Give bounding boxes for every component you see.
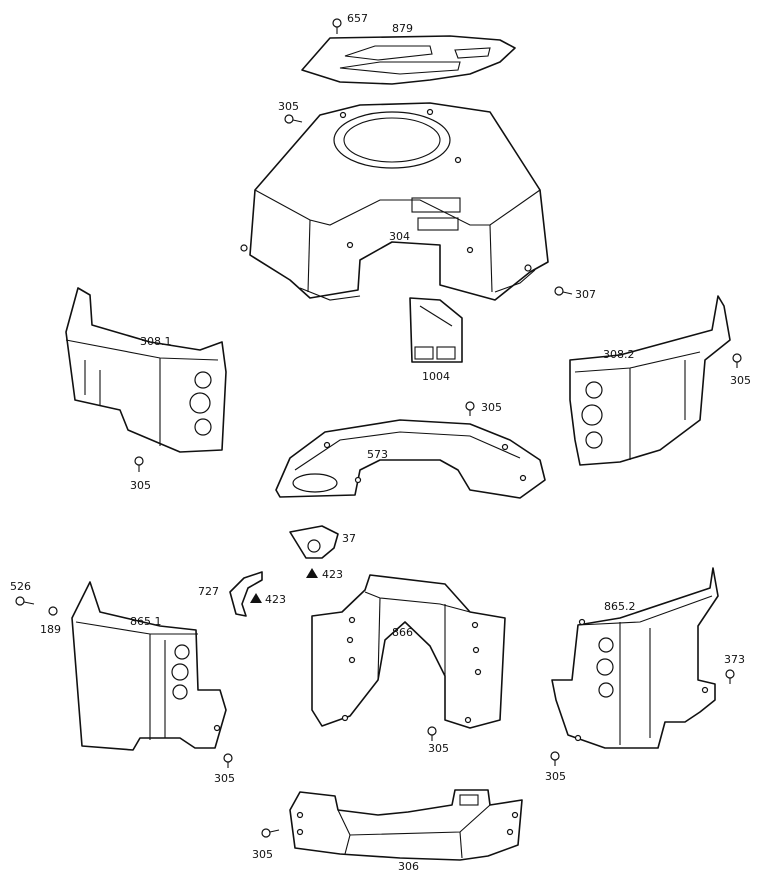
- part-308-1-left-shroud: [65, 287, 227, 453]
- part-865-1-lower-left-shroud: [71, 581, 227, 751]
- label-308-2: 308.2: [603, 348, 635, 361]
- label-307: 307: [575, 288, 596, 301]
- label-305-bottom: 305: [252, 848, 273, 861]
- label-305-mid: 305: [481, 401, 502, 414]
- part-1004-clip: [409, 297, 463, 363]
- label-1004: 1004: [422, 370, 450, 383]
- bolt-657: [332, 18, 342, 34]
- label-304: 304: [389, 230, 410, 243]
- part-866-center-shroud: [311, 574, 506, 729]
- bolt-305-right: [732, 353, 742, 368]
- bolt-373: [725, 669, 735, 684]
- label-305-left: 305: [130, 479, 151, 492]
- label-727: 727: [198, 585, 219, 598]
- part-573-baffle: [275, 419, 546, 499]
- bolt-305-mid: [465, 401, 475, 416]
- washer-189: [48, 606, 58, 616]
- label-306: 306: [398, 860, 419, 873]
- part-308-2-right-shroud: [569, 295, 731, 466]
- bolt-305-br: [550, 751, 560, 766]
- label-37: 37: [342, 532, 356, 545]
- part-727-bracket: [229, 571, 263, 617]
- label-573: 573: [367, 448, 388, 461]
- label-308-1: 308.1: [140, 335, 172, 348]
- part-879-cover-plate: [301, 35, 516, 85]
- part-306-base-shroud: [289, 789, 523, 861]
- screw-423-b: [250, 593, 262, 603]
- label-865-2: 865.2: [604, 600, 636, 613]
- bolt-305-left: [134, 456, 144, 472]
- bolt-305-bl: [223, 753, 233, 768]
- label-305-top: 305: [278, 100, 299, 113]
- label-866: 866: [392, 626, 413, 639]
- bolt-526: [15, 596, 35, 606]
- label-423-a: 423: [322, 568, 343, 581]
- bolt-305-top: [284, 114, 303, 124]
- label-879: 879: [392, 22, 413, 35]
- part-304-blower-housing: [240, 102, 549, 301]
- bolt-305-bottom: [261, 828, 280, 838]
- label-305-br: 305: [545, 770, 566, 783]
- label-865-1: 865.1: [130, 615, 162, 628]
- bolt-307: [554, 286, 573, 296]
- part-37-cap: [289, 525, 339, 559]
- bolt-305-bc: [427, 726, 437, 741]
- label-305-bl: 305: [214, 772, 235, 785]
- screw-423-a: [306, 568, 318, 578]
- label-189: 189: [40, 623, 61, 636]
- label-657: 657: [347, 12, 368, 25]
- label-305-right: 305: [730, 374, 751, 387]
- part-865-2-lower-right-shroud: [551, 567, 719, 749]
- label-526: 526: [10, 580, 31, 593]
- label-423-b: 423: [265, 593, 286, 606]
- label-305-bc: 305: [428, 742, 449, 755]
- label-373: 373: [724, 653, 745, 666]
